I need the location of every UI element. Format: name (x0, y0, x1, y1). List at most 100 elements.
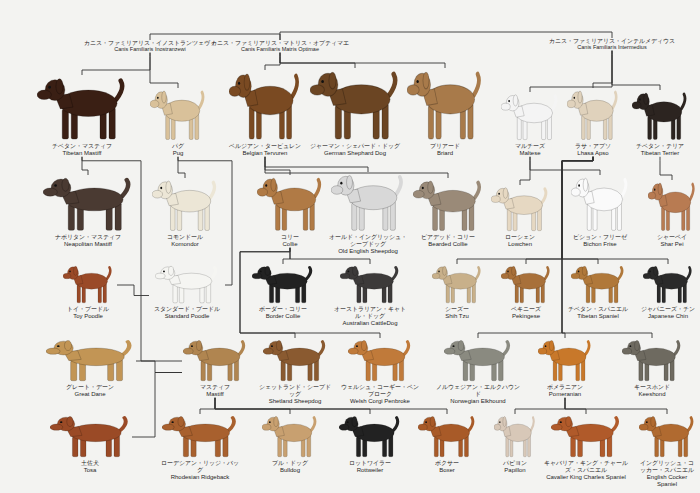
dog-illustration (648, 183, 693, 231)
lineage-line (215, 398, 370, 414)
dog-illustration (162, 417, 234, 457)
japanese-name: ボクサー (417, 460, 477, 467)
japanese-name: イングリッシュ・コッカー・スパニエル (638, 460, 696, 474)
japanese-name: マスティフ (182, 384, 248, 391)
japanese-name: ブル・ドッグ (260, 460, 320, 467)
english-name: Rhodesian Ridgeback (159, 474, 241, 481)
english-name: Rottweiler (337, 467, 403, 474)
lineage-line (265, 53, 280, 70)
english-name: Keeshond (620, 391, 684, 398)
breed-box: ジャーマン・シェパード・ドッグGerman Shephard Dog (307, 68, 403, 157)
dog-illustration (622, 341, 679, 381)
dog-illustration (444, 341, 508, 381)
breed-box: ラサ・アプソLhasa Apso (565, 88, 621, 157)
japanese-name: シーズー (429, 306, 485, 313)
english-name: Japanese Chin (640, 313, 696, 320)
breed-box: ノルウェジアン・エルクハウンドNorwegian Elkhound (436, 338, 520, 405)
japanese-name: トイ・プードル (59, 306, 117, 313)
japanese-name: パグ (148, 143, 208, 150)
english-name: Pekingese (499, 313, 553, 320)
lineage-line (280, 53, 445, 68)
breed-box: ポメラニアンPomeranian (535, 338, 595, 398)
lineage-line (265, 157, 448, 178)
dog-illustration (43, 178, 128, 230)
dog-illustration (501, 95, 556, 140)
dog-illustration (643, 266, 690, 303)
japanese-name: キースホンド (620, 384, 684, 391)
lineage-line (283, 248, 290, 264)
breed-box: イングリッシュ・コッカー・スパニエルEnglish Cocker Spaniel (638, 414, 696, 488)
breed-box: ナポリタン・マスティフNeapolitan Mastiff (41, 175, 136, 248)
group-name-latin: Canis Familiaris Inostranzewi (82, 46, 218, 52)
japanese-name: ジャパニーズ・チン (640, 306, 696, 313)
lineage-line (520, 157, 530, 185)
breed-box: シーズーShih Tzu (429, 264, 485, 320)
english-name: Boxer (417, 467, 477, 474)
english-name: German Shephard Dog (307, 150, 403, 157)
breed-box: マルチーズMaltese (500, 92, 560, 157)
breed-box: 土佐犬Tosa (48, 414, 132, 474)
dog-illustration (551, 417, 617, 457)
english-name: Belgian Tervuren (225, 150, 305, 157)
breed-box: ブル・ドッグBulldog (260, 414, 320, 474)
japanese-name: ローデシアン・リッジ・バッグ (159, 460, 241, 474)
japanese-name: マルチーズ (500, 143, 560, 150)
japanese-name: チベタン・スパニエル (567, 306, 629, 313)
english-name: Toy Poodle (59, 313, 117, 320)
english-name: English Cocker Spaniel (638, 474, 696, 488)
japanese-name: ペキニーズ (499, 306, 553, 313)
english-name: Tosa (48, 467, 132, 474)
english-name: Australian CattleDog (330, 320, 410, 327)
japanese-name: ポメラニアン (535, 384, 595, 391)
dog-illustration (37, 79, 122, 139)
lineage-line (178, 157, 185, 178)
dog-illustration (501, 266, 548, 303)
breed-box: ビアデッド・コリーBearded Collie (411, 178, 485, 248)
breed-box: シェットランド・シープドッグShetland Sheepdog (257, 338, 333, 405)
dog-illustration (538, 341, 589, 381)
japanese-name: ノルウェジアン・エルクハウンド (436, 384, 520, 398)
lineage-line (562, 157, 668, 264)
english-name: Shih Tzu (429, 313, 485, 320)
dog-illustration (262, 417, 315, 457)
breed-box: ビション・フリーゼBichon Frise (569, 175, 631, 248)
lineage-line (200, 398, 215, 414)
japanese-name: グレート・デーン (44, 384, 136, 391)
dog-illustration (418, 417, 473, 457)
english-name: Border Collie (250, 313, 316, 320)
english-name: Old English Sheepdog (329, 248, 407, 255)
breed-box: ペキニーズPekingese (499, 264, 553, 320)
breed-box: ローシェンLowchen (489, 185, 551, 248)
breed-box: チベタン・マスティフTibetan Mastiff (35, 75, 130, 157)
breed-box: シャーペイShar Pei (647, 180, 697, 248)
breed-box: グレート・デーンGreat Dane (44, 338, 136, 398)
breed-box: オールド・イングリッシュ・シープドッグOld English Sheepdog (329, 172, 407, 255)
japanese-name: シェットランド・シープドッグ (257, 384, 333, 398)
lineage-line (515, 398, 565, 414)
lineage-line (562, 157, 598, 264)
dog-illustration (407, 72, 479, 139)
group-header: カニス・ファミリアリス・マトリス・オプティマエCanis Familiaris … (209, 40, 351, 53)
japanese-name: ボーダー・コリー (250, 306, 316, 313)
english-name: Welsh Corgi Penbroke (340, 398, 420, 405)
lineage-line (562, 157, 652, 338)
dog-illustration (632, 93, 685, 140)
breed-box: マスティフMastiff (182, 338, 248, 398)
dog-illustration (340, 266, 397, 303)
dog-illustration (494, 417, 534, 457)
dog-illustration (152, 181, 214, 230)
english-name: Norwegian Elkhound (436, 398, 520, 405)
english-name: Shetland Sheepdog (257, 398, 333, 405)
japanese-name: ビアデッド・コリー (411, 234, 485, 241)
japanese-name: 土佐犬 (48, 460, 132, 467)
dog-illustration (155, 266, 216, 303)
english-name: Standard Poodle (149, 313, 225, 320)
breed-box: チベタン・スパニエルTibetan Spaniel (567, 264, 629, 320)
japanese-name: ラサ・アプソ (565, 143, 621, 150)
japanese-name: パピヨン (493, 460, 537, 467)
english-name: Komondor (149, 241, 221, 248)
dog-illustration (310, 72, 395, 139)
breed-box: キャバリア・キング・チャールズ・スパニエルCavalier King Charl… (539, 414, 633, 481)
dog-illustration (348, 341, 409, 381)
english-name: Lowchen (489, 241, 551, 248)
